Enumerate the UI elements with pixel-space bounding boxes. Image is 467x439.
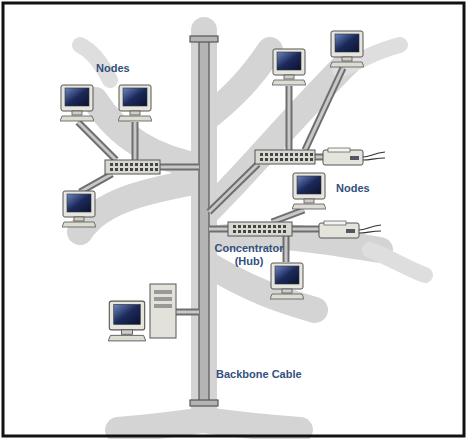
computer-node	[60, 31, 364, 299]
hub-label: Concentrator (Hub)	[213, 242, 285, 268]
printer-node	[319, 148, 385, 238]
nodes-label: Nodes	[96, 62, 130, 75]
backbone-cable	[199, 40, 209, 402]
backbone-label: Backbone Cable	[216, 368, 302, 381]
server-node	[108, 284, 176, 341]
frame-border	[3, 3, 464, 436]
nodes-label: Nodes	[336, 182, 370, 195]
hub-symbol	[105, 150, 315, 236]
